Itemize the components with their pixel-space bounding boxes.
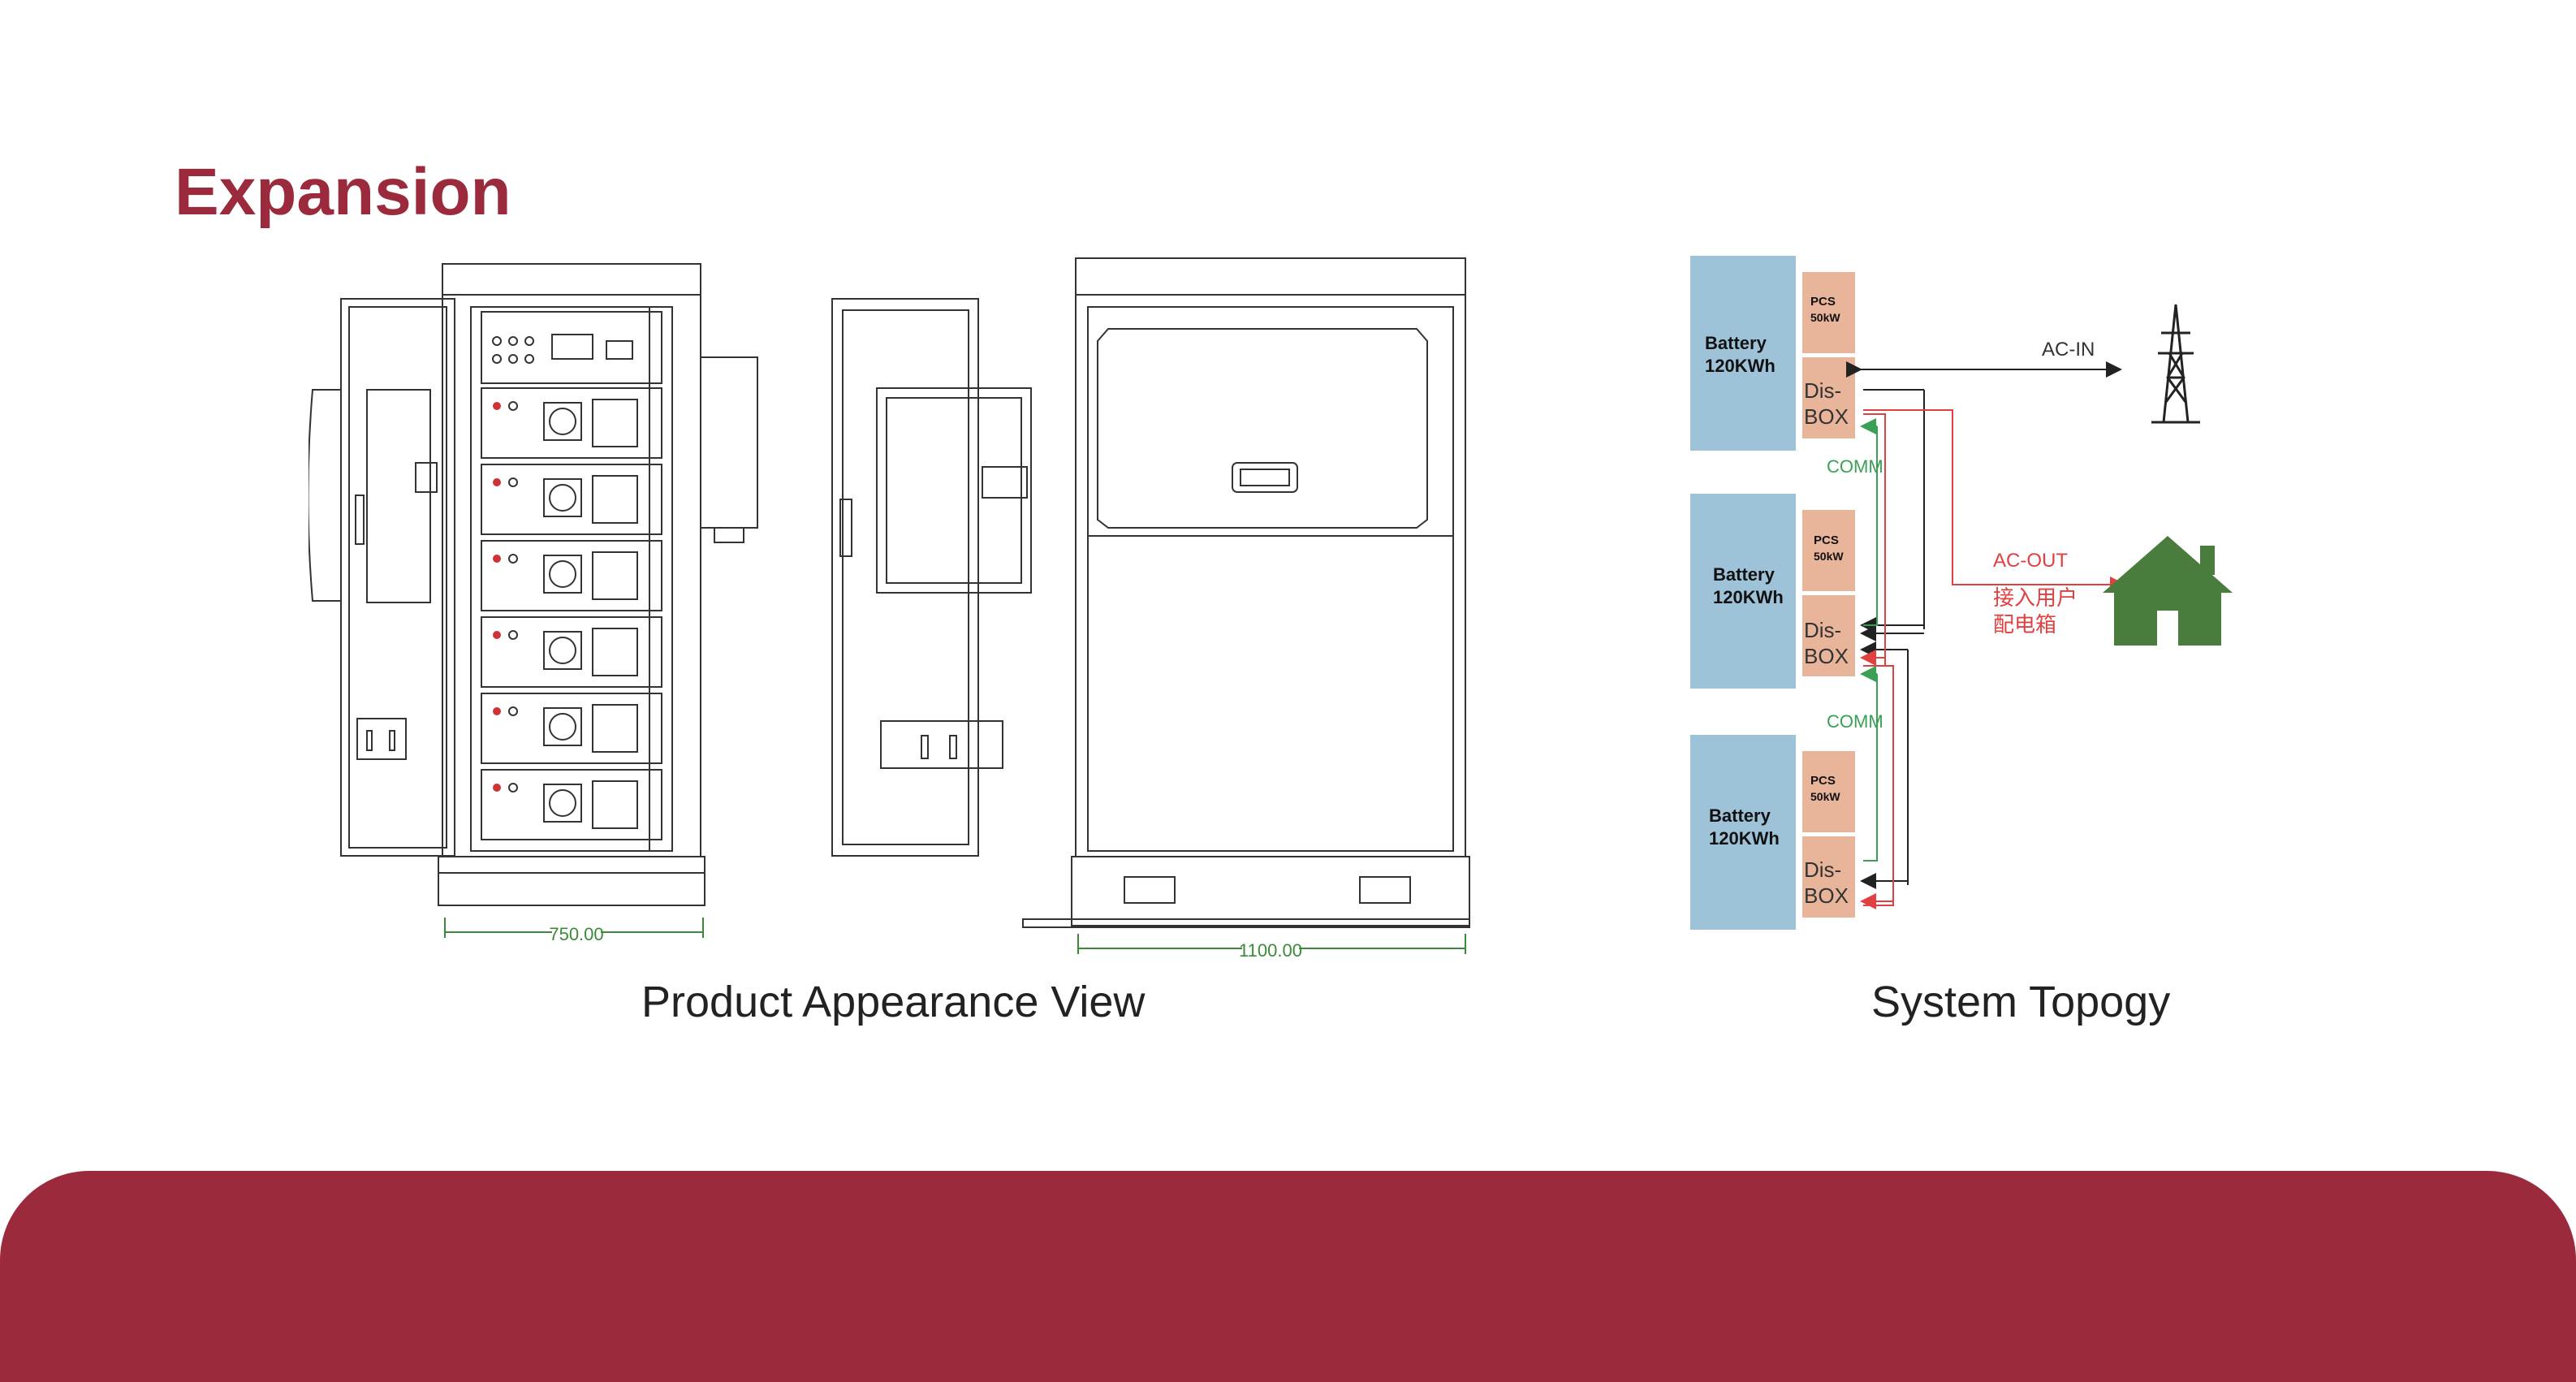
module-panel bbox=[592, 475, 638, 524]
terminal-positive bbox=[493, 707, 501, 715]
ac-in-label: AC-IN bbox=[2042, 339, 2095, 361]
fan-blade-icon bbox=[549, 484, 576, 512]
pcs-power: 50kW bbox=[1810, 790, 1840, 803]
disbox-label-2: BOX bbox=[1804, 404, 1849, 429]
terminal-negative bbox=[508, 706, 518, 716]
battery-module bbox=[481, 464, 662, 535]
fan-icon bbox=[543, 555, 582, 594]
unit-2: Battery 120KWh PCS 50kW Dis- BOX bbox=[1690, 494, 1855, 689]
module-panel bbox=[592, 551, 638, 600]
battery-capacity: 120KWh bbox=[1705, 356, 1776, 376]
battery-module bbox=[481, 616, 662, 688]
left-cabinet bbox=[309, 263, 758, 906]
product-drawing: 750.00 1100.00 bbox=[309, 257, 1470, 961]
power-tower-icon bbox=[2151, 304, 2200, 424]
caption-product-view: Product Appearance View bbox=[641, 978, 1146, 1026]
battery-capacity: 120KWh bbox=[1713, 587, 1784, 607]
fan-blade-icon bbox=[549, 637, 576, 664]
comm-label-1: COMM bbox=[1827, 456, 1883, 477]
battery-label: Battery bbox=[1705, 333, 1767, 353]
right-cabinet bbox=[831, 257, 1470, 928]
page-title: Expansion bbox=[175, 155, 511, 229]
fan-blade-icon bbox=[549, 713, 576, 741]
pcs-power: 50kW bbox=[1814, 550, 1844, 563]
terminal-negative bbox=[508, 477, 518, 487]
terminal-positive bbox=[493, 402, 501, 410]
house-icon bbox=[2103, 536, 2233, 646]
module-panel bbox=[592, 399, 638, 447]
unit-3: Battery 120KWh PCS 50kW Dis- BOX bbox=[1690, 735, 1855, 930]
fan-blade-icon bbox=[549, 408, 576, 435]
comm-label-2: COMM bbox=[1827, 711, 1883, 732]
terminal-positive bbox=[493, 631, 501, 639]
battery-label: Battery bbox=[1713, 564, 1776, 585]
fan-icon bbox=[543, 707, 582, 746]
system-topology: Battery 120KWh PCS 50kW Dis- BOX Battery… bbox=[1690, 256, 2233, 930]
terminal-negative bbox=[508, 401, 518, 411]
pcs-label: PCS bbox=[1814, 533, 1839, 547]
battery-module bbox=[481, 693, 662, 764]
ac-out-note-2: 配电箱 bbox=[1993, 612, 2056, 637]
disbox-label-2: BOX bbox=[1804, 644, 1849, 668]
terminal-negative bbox=[508, 554, 518, 564]
fan-icon bbox=[543, 478, 582, 517]
ac-out-note-1: 接入用户 bbox=[1993, 585, 2078, 610]
terminal-negative bbox=[508, 783, 518, 792]
terminal-positive bbox=[493, 478, 501, 486]
unit-1: Battery 120KWh PCS 50kW Dis- BOX bbox=[1690, 256, 1855, 451]
pcs-power: 50kW bbox=[1810, 311, 1840, 324]
battery-label: Battery bbox=[1709, 805, 1771, 826]
module-panel bbox=[592, 628, 638, 676]
terminal-positive bbox=[493, 555, 501, 563]
fan-icon bbox=[543, 784, 582, 823]
fan-icon bbox=[543, 631, 582, 670]
dimension-right: 1100.00 bbox=[1239, 940, 1302, 961]
ac-out-label: AC-OUT bbox=[1993, 550, 2068, 572]
battery-module bbox=[481, 769, 662, 840]
module-panel bbox=[592, 780, 638, 829]
fan-icon bbox=[543, 402, 582, 441]
module-panel bbox=[592, 704, 638, 753]
fan-blade-icon bbox=[549, 560, 576, 588]
terminal-negative bbox=[508, 630, 518, 640]
pcs-label: PCS bbox=[1810, 774, 1836, 788]
disbox-label: Dis- bbox=[1804, 857, 1841, 882]
caption-system-topology: System Topogy bbox=[1871, 978, 2171, 1026]
battery-module bbox=[481, 540, 662, 611]
battery-capacity: 120KWh bbox=[1709, 828, 1780, 849]
dimension-left: 750.00 bbox=[549, 924, 603, 944]
disbox-label: Dis- bbox=[1804, 618, 1841, 642]
disbox-label-2: BOX bbox=[1804, 883, 1849, 908]
terminal-positive bbox=[493, 784, 501, 792]
fan-blade-icon bbox=[549, 789, 576, 817]
battery-module bbox=[481, 387, 662, 459]
pcs-label: PCS bbox=[1810, 295, 1836, 309]
disbox-label: Dis- bbox=[1804, 378, 1841, 403]
footer-band bbox=[0, 1171, 2576, 1382]
